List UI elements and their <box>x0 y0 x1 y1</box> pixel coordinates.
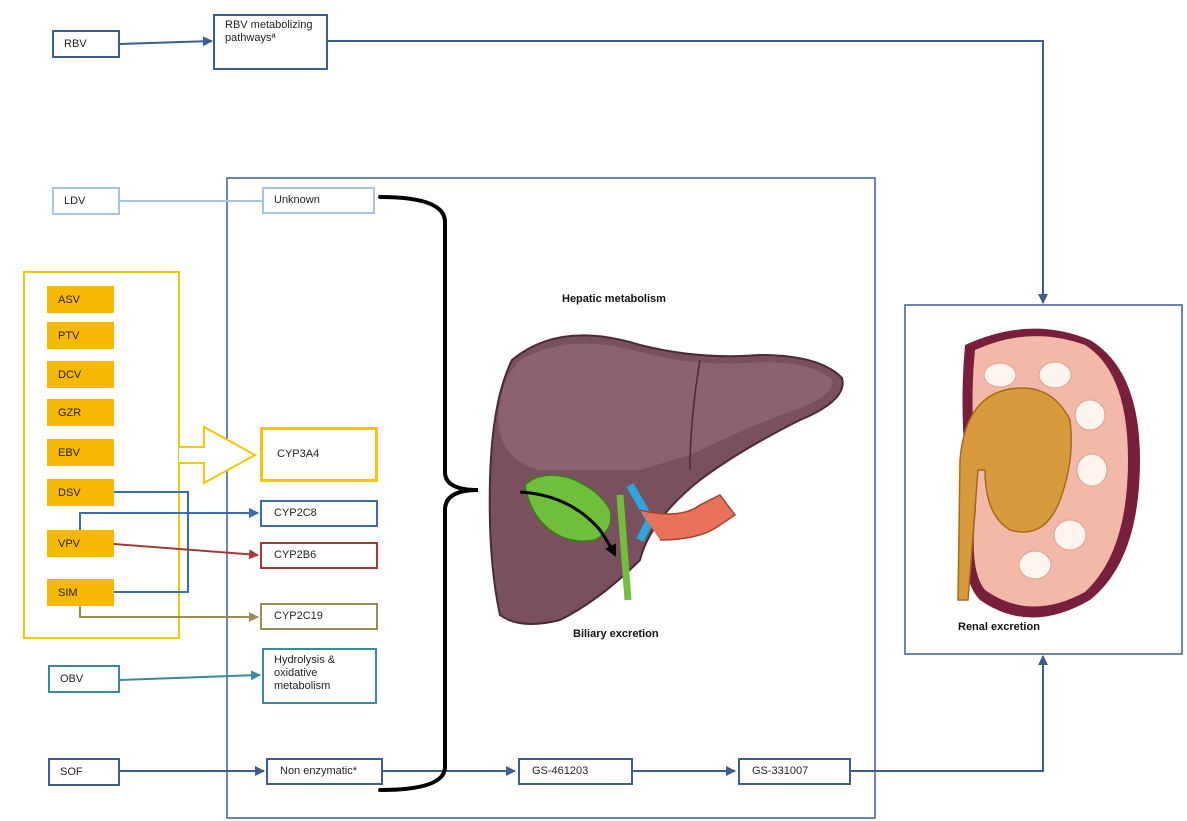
unknown-box: Unknown <box>262 187 375 214</box>
kidney-illustration <box>957 328 1140 618</box>
drug-dsv: DSV <box>47 479 114 506</box>
hepatic-frame <box>226 177 876 819</box>
rbv-renal-arrow <box>328 40 1048 304</box>
gs461203-box: GS-461203 <box>518 758 633 785</box>
hydrolysis-box: Hydrolysis & oxidative metabolism <box>262 648 377 704</box>
sof-box: SOF <box>48 758 120 786</box>
drug-ptv: PTV <box>47 322 114 349</box>
vpv-cyp2c8-arrow <box>79 508 259 530</box>
non-enzymatic-box: Non enzymatic* <box>266 758 383 785</box>
curly-brace <box>378 195 479 792</box>
renal-excretion-label: Renal excretion <box>958 621 1040 633</box>
drug-asv: ASV <box>47 286 114 313</box>
sim-cyp2c19-arrow <box>79 606 259 622</box>
rbv-pathway-box: RBV metabolizing pathwaysª <box>213 14 328 70</box>
cyp2b6-box: CYP2B6 <box>260 542 378 569</box>
drug-dcv: DCV <box>47 361 114 388</box>
drug-sim: SIM <box>47 579 114 606</box>
drug-gzr: GZR <box>47 399 114 426</box>
cyp2c8-box: CYP2C8 <box>260 500 378 527</box>
renal-frame <box>904 304 1183 655</box>
liver-illustration <box>488 334 844 625</box>
gs331007-box: GS-331007 <box>738 758 851 785</box>
vpv-cyp2b6-arrow <box>113 543 259 560</box>
rbv-arrow <box>119 36 213 47</box>
drug-ebv: EBV <box>47 439 114 466</box>
rbv-box: RBV <box>52 30 120 58</box>
cyp2c19-box: CYP2C19 <box>260 603 378 630</box>
obv-hydrolysis-arrow <box>119 670 261 681</box>
biliary-excretion-label: Biliary excretion <box>573 628 659 640</box>
cyp3a4-big-arrow <box>179 425 258 485</box>
gs331007-renal-arrow <box>851 655 1048 772</box>
obv-box: OBV <box>48 665 120 693</box>
drug-vpv: VPV <box>47 530 114 557</box>
hepatic-metabolism-label: Hepatic metabolism <box>562 293 666 305</box>
sim-cyp2c8-line <box>114 513 189 593</box>
ldv-box: LDV <box>52 187 120 215</box>
cyp3a4-box: CYP3A4 <box>260 427 378 482</box>
dsv-cyp2c8-arrow <box>114 491 259 518</box>
